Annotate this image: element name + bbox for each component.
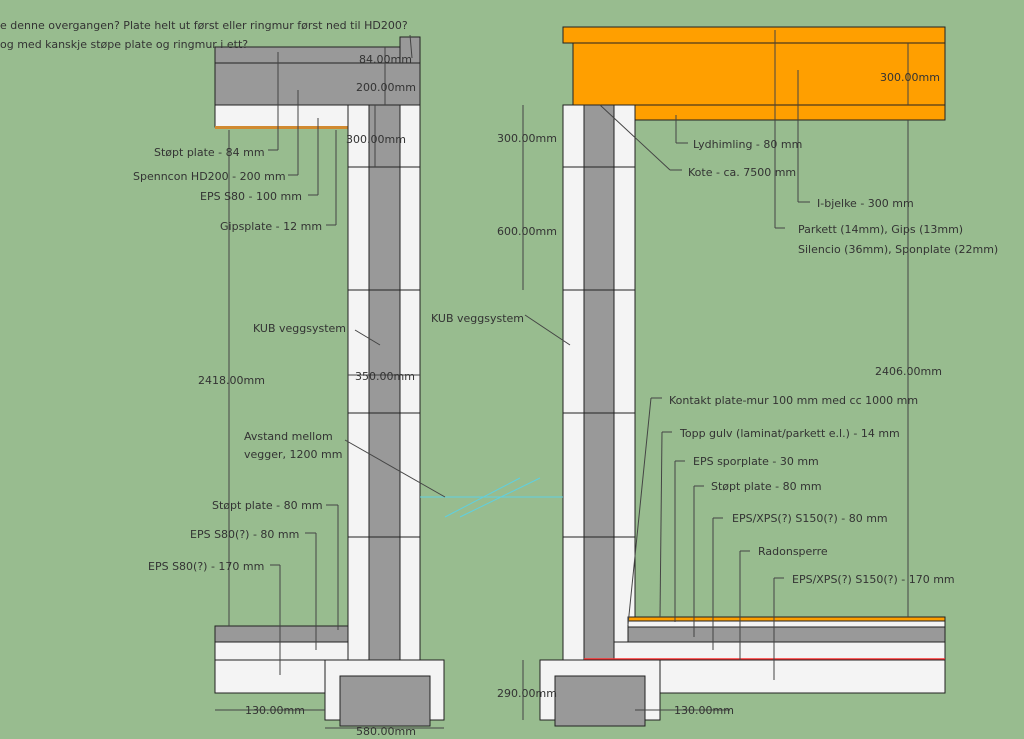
dim-130-right: 130.00mm bbox=[674, 704, 734, 717]
right-section bbox=[539, 26, 946, 727]
label-gips: Gipsplate - 12 mm bbox=[220, 220, 322, 233]
label-eps-170-right: EPS/XPS(?) S150(?) - 170 mm bbox=[792, 573, 955, 586]
label-parkett-2: Silencio (36mm), Sponplate (22mm) bbox=[798, 243, 998, 256]
label-eps-100: EPS S80 - 100 mm bbox=[200, 190, 302, 203]
left-eps-170 bbox=[214, 659, 326, 694]
label-eps-80-left: EPS S80(?) - 80 mm bbox=[190, 528, 299, 541]
dim-200: 200.00mm bbox=[356, 81, 416, 94]
dim-350: 350.00mm bbox=[355, 370, 415, 383]
right-dimensions: 300.00mm 600.00mm 300.00mm 2406.00mm 290… bbox=[497, 71, 942, 717]
right-eps-170 bbox=[644, 659, 946, 694]
dim-600: 600.00mm bbox=[497, 225, 557, 238]
left-eps bbox=[214, 104, 349, 128]
label-lydhimling: Lydhimling - 80 mm bbox=[693, 138, 802, 151]
label-kub-left: KUB veggsystem bbox=[253, 322, 346, 335]
right-wall-core bbox=[583, 104, 615, 661]
label-kub-right: KUB veggsystem bbox=[431, 312, 524, 325]
question-line-2: og med kanskje støpe plate og ringmur i … bbox=[0, 38, 248, 51]
right-floor-slab bbox=[627, 626, 946, 643]
label-avstand-1: Avstand mellom bbox=[244, 430, 333, 443]
label-parkett-1: Parkett (14mm), Gips (13mm) bbox=[798, 223, 963, 236]
left-eps-80 bbox=[214, 641, 349, 661]
label-kontakt: Kontakt plate-mur 100 mm med cc 1000 mm bbox=[669, 394, 918, 407]
right-footing bbox=[554, 675, 646, 727]
left-section bbox=[214, 36, 445, 727]
distance-guides bbox=[420, 477, 563, 518]
label-eps-170-left: EPS S80(?) - 170 mm bbox=[148, 560, 264, 573]
label-topp-gulv: Topp gulv (laminat/parkett e.l.) - 14 mm bbox=[679, 427, 900, 440]
beam-flange bbox=[562, 26, 946, 44]
dim-300-beam: 300.00mm bbox=[880, 71, 940, 84]
dim-2418: 2418.00mm bbox=[198, 374, 265, 387]
label-stopt-right: Støpt plate - 80 mm bbox=[711, 480, 822, 493]
leaders bbox=[215, 30, 909, 729]
dim-300-right: 300.00mm bbox=[497, 132, 557, 145]
label-i-bjelke: I-bjelke - 300 mm bbox=[817, 197, 914, 210]
left-gips bbox=[215, 126, 348, 129]
dim-300: 300.00mm bbox=[346, 133, 406, 146]
left-dimensions: 84.00mm 200.00mm 300.00mm 350.00mm 2418.… bbox=[198, 53, 416, 738]
label-avstand-2: vegger, 1200 mm bbox=[244, 448, 342, 461]
label-stopt-plate-84: Støpt plate - 84 mm bbox=[154, 146, 265, 159]
left-floor-slab bbox=[214, 625, 349, 643]
right-labels: Lydhimling - 80 mm Kote - ca. 7500 mm I-… bbox=[431, 138, 998, 586]
question-text: e denne overgangen? Plate helt ut først … bbox=[0, 19, 408, 51]
question-line-1: e denne overgangen? Plate helt ut først … bbox=[0, 19, 408, 32]
label-spenncon: Spenncon HD200 - 200 mm bbox=[133, 170, 286, 183]
left-footing bbox=[339, 675, 431, 727]
label-eps-80-right: EPS/XPS(?) S150(?) - 80 mm bbox=[732, 512, 888, 525]
right-eps-80 bbox=[613, 641, 946, 661]
eps-track-plate bbox=[627, 620, 946, 628]
dim-290: 290.00mm bbox=[497, 687, 557, 700]
label-radonsperre: Radonsperre bbox=[758, 545, 828, 558]
top-floor bbox=[627, 616, 946, 622]
label-stopt-plate-80: Støpt plate - 80 mm bbox=[212, 499, 323, 512]
dim-84: 84.00mm bbox=[359, 53, 412, 66]
dim-2406: 2406.00mm bbox=[875, 365, 942, 378]
dim-580: 580.00mm bbox=[356, 725, 416, 738]
left-labels: Støpt plate - 84 mm Spenncon HD200 - 200… bbox=[133, 146, 346, 573]
dim-130-left: 130.00mm bbox=[245, 704, 305, 717]
label-sporplate: EPS sporplate - 30 mm bbox=[693, 455, 819, 468]
label-kote: Kote - ca. 7500 mm bbox=[688, 166, 796, 179]
